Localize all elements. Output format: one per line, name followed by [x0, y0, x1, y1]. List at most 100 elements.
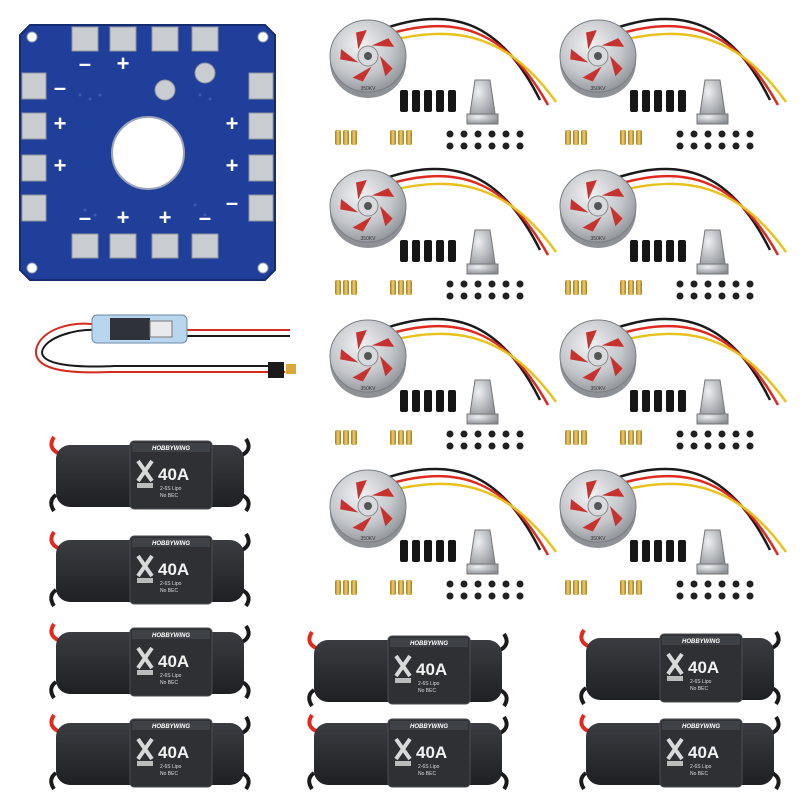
screw-icon: [690, 592, 698, 600]
esc-brand: HOBBYWING: [152, 541, 190, 547]
esc-spec-line1: 2-6S Lipo: [160, 486, 182, 492]
motor-kit: 350KV: [559, 467, 788, 600]
heat-shrink: [448, 540, 456, 562]
heat-shrink: [412, 390, 420, 412]
screw-icon: [704, 142, 712, 150]
screw-icon: [460, 292, 468, 300]
esc-spec-line1: 2-6S Lipo: [160, 581, 182, 587]
bullet-connector-icon: [628, 130, 634, 145]
screw-icon: [488, 442, 496, 450]
screw-icon: [718, 130, 726, 138]
heat-shrink: [642, 90, 650, 112]
heat-shrink: [400, 390, 408, 412]
screw-icon: [690, 142, 698, 150]
screw-icon: [488, 280, 496, 288]
heat-shrink: [642, 540, 650, 562]
screw-icon: [690, 580, 698, 588]
screw-icon: [516, 442, 524, 450]
screw-icon: [502, 580, 510, 588]
screw-icon: [446, 430, 454, 438]
screw-icon: [746, 142, 754, 150]
screw-icon: [746, 592, 754, 600]
screw-icon: [516, 142, 524, 150]
pcb-minus-label: –: [54, 75, 66, 100]
esc-brand: HOBBYWING: [682, 724, 720, 730]
esc-brand: HOBBYWING: [152, 724, 190, 730]
heat-shrink: [678, 240, 686, 262]
bullet-connector-icon: [620, 130, 626, 145]
screw-icon: [676, 142, 684, 150]
screw-icon: [474, 292, 482, 300]
screw-icon: [446, 580, 454, 588]
screw-icon: [488, 292, 496, 300]
screw-icon: [488, 430, 496, 438]
bullet-connector-icon: [581, 430, 587, 445]
esc-current-label: 40A: [688, 743, 719, 762]
screw-icon: [732, 280, 740, 288]
bullet-connector-icon: [573, 580, 579, 595]
esc-brand: HOBBYWING: [410, 641, 448, 647]
screw-icon: [446, 130, 454, 138]
heat-shrink: [654, 390, 662, 412]
motor-kit: 350KV: [329, 467, 558, 600]
heat-shrink: [448, 90, 456, 112]
screw-icon: [460, 280, 468, 288]
screw-icon: [488, 142, 496, 150]
prop-nut-icon: [696, 529, 729, 575]
screw-icon: [474, 580, 482, 588]
heat-shrink: [412, 540, 420, 562]
bullet-connector-icon: [628, 430, 634, 445]
prop-nut-icon: [466, 229, 499, 275]
screw-icon: [718, 592, 726, 600]
heat-shrink: [654, 240, 662, 262]
bullet-connector-icon: [390, 130, 396, 145]
screw-icon: [446, 280, 454, 288]
screw-icon: [516, 580, 524, 588]
screw-icon: [718, 580, 726, 588]
screw-icon: [676, 592, 684, 600]
prop-nut-icon: [696, 229, 729, 275]
bullet-connector-icon: [390, 280, 396, 295]
heat-shrink: [666, 240, 674, 262]
heat-shrink: [642, 390, 650, 412]
bullet-connector-icon: [581, 130, 587, 145]
motor-icon: 350KV: [329, 19, 407, 98]
heat-shrink: [666, 90, 674, 112]
esc-spec-line2: No BEC: [690, 771, 708, 777]
bullet-connector-icon: [573, 280, 579, 295]
esc-brand: HOBBYWING: [152, 446, 190, 452]
pcb-plus-label: +: [117, 205, 130, 230]
screw-icon: [474, 442, 482, 450]
esc-spec-line1: 2-6S Lipo: [418, 681, 440, 687]
heat-shrink: [654, 540, 662, 562]
screw-icon: [732, 442, 740, 450]
bullet-connector-icon: [636, 430, 642, 445]
screw-icon: [704, 442, 712, 450]
motor-kit: 350KV: [329, 317, 558, 450]
screw-icon: [690, 442, 698, 450]
screw-icon: [676, 580, 684, 588]
bullet-connector-icon: [406, 130, 412, 145]
screw-icon: [732, 292, 740, 300]
screw-icon: [732, 142, 740, 150]
bullet-connector-icon: [565, 280, 571, 295]
bullet-connector-icon: [398, 430, 404, 445]
esc-spec-line1: 2-6S Lipo: [160, 764, 182, 770]
bec-module: [34, 314, 296, 378]
screw-icon: [732, 430, 740, 438]
bullet-connector-icon: [343, 580, 349, 595]
heat-shrink: [436, 540, 444, 562]
pcb-plus-label: +: [159, 205, 172, 230]
bullet-connector-icon: [620, 280, 626, 295]
screw-icon: [502, 280, 510, 288]
motor-kit: 350KV: [559, 167, 788, 300]
screw-icon: [746, 130, 754, 138]
screw-icon: [718, 280, 726, 288]
bullet-connector-icon: [636, 280, 642, 295]
screw-icon: [488, 130, 496, 138]
